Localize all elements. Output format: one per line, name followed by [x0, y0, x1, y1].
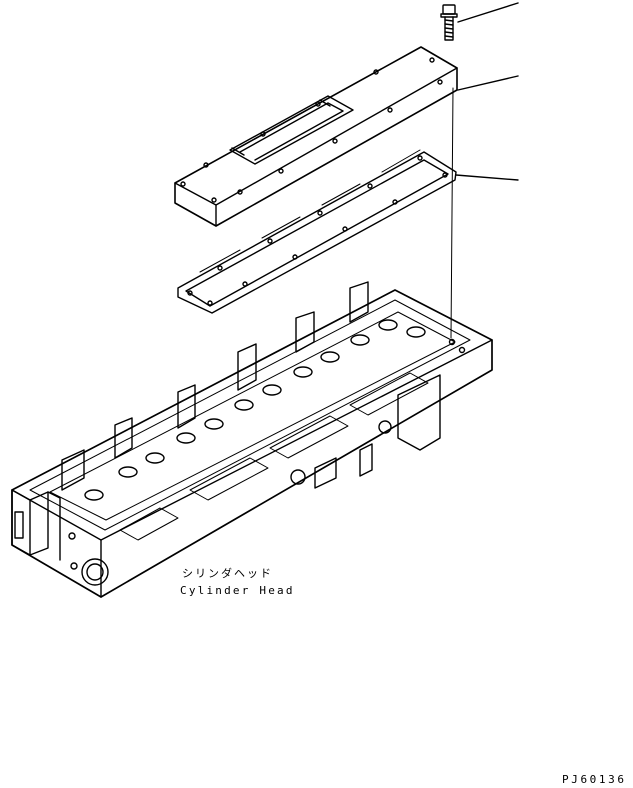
part-label-english: Cylinder Head	[180, 584, 295, 597]
figure-code: PJ60136	[562, 773, 627, 786]
valve-seats	[85, 320, 425, 500]
bolt-icon	[441, 5, 457, 40]
callout-leader-lines	[451, 3, 518, 338]
cylinder-head	[12, 282, 492, 597]
head-bosses	[62, 282, 368, 490]
head-cover-gasket	[178, 150, 456, 313]
head-cover	[175, 47, 457, 226]
part-label-japanese: シリンダヘッド	[182, 567, 273, 580]
